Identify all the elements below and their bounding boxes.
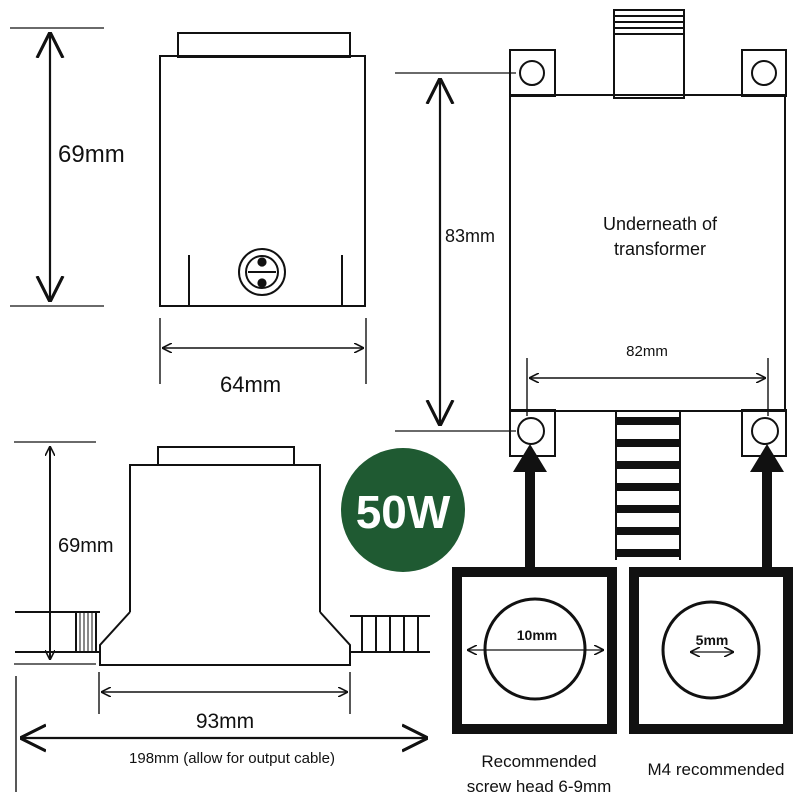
front-height-label: 69mm bbox=[58, 141, 125, 168]
mount-ear-top-right bbox=[741, 49, 787, 97]
detail-pointer-arrows bbox=[513, 444, 784, 570]
base-width-label: 93mm bbox=[196, 710, 254, 733]
front-view bbox=[159, 32, 366, 307]
output-socket-icon bbox=[238, 248, 286, 296]
side-view-top-cap bbox=[157, 446, 295, 466]
detail-right-caption: M4 recommended bbox=[647, 760, 784, 779]
underside-title-line1: Underneath of bbox=[603, 214, 718, 234]
mount-ear-top-left bbox=[509, 49, 556, 97]
side-view bbox=[15, 446, 430, 666]
badge-text: 50W bbox=[356, 486, 451, 538]
side-view-flange bbox=[99, 611, 351, 666]
front-height-dimension bbox=[10, 27, 104, 307]
underside-height-label: 83mm bbox=[445, 226, 495, 246]
detail-left-caption-line1: Recommended bbox=[481, 752, 596, 771]
underside-view bbox=[509, 9, 787, 560]
side-height-label: 69mm bbox=[58, 535, 114, 557]
front-view-body bbox=[159, 55, 366, 307]
detail-right-hole-label: 5mm bbox=[696, 632, 729, 648]
detail-right-hole bbox=[661, 600, 761, 700]
side-height-dimension bbox=[14, 441, 96, 665]
mount-hole-bottom-right bbox=[751, 417, 779, 445]
badge-circle bbox=[341, 448, 465, 572]
underside-height-dimension bbox=[395, 72, 516, 432]
hole-spacing-dimension bbox=[526, 358, 769, 416]
power-rating-badge: 50W bbox=[341, 448, 465, 572]
mount-hole-top-left bbox=[519, 60, 545, 86]
side-view-body bbox=[129, 464, 321, 612]
overall-length-label: 198mm (allow for output cable) bbox=[129, 750, 335, 767]
input-cable-stub bbox=[75, 611, 97, 653]
mount-hole-bottom-left bbox=[517, 417, 545, 445]
detail-left-hole-label: 10mm bbox=[517, 627, 557, 643]
detail-left-caption-line2: screw head 6-9mm bbox=[467, 777, 612, 796]
hole-spacing-label: 82mm bbox=[626, 343, 668, 360]
front-width-dimension bbox=[159, 318, 367, 384]
mount-hole-top-right bbox=[751, 60, 777, 86]
detail-left-hole bbox=[483, 597, 587, 701]
front-view-top-cap bbox=[177, 32, 351, 58]
base-width-dimension bbox=[98, 672, 351, 714]
side-output-cable bbox=[350, 615, 430, 653]
overall-length-dimension bbox=[15, 676, 428, 792]
detail-box-left bbox=[452, 567, 617, 734]
underside-title-line2: transformer bbox=[614, 239, 706, 259]
front-width-label: 64mm bbox=[220, 372, 281, 397]
cable-entry-top bbox=[613, 9, 685, 99]
detail-box-right bbox=[629, 567, 793, 734]
underside-body bbox=[509, 94, 786, 412]
output-cable-ladder bbox=[615, 410, 681, 560]
